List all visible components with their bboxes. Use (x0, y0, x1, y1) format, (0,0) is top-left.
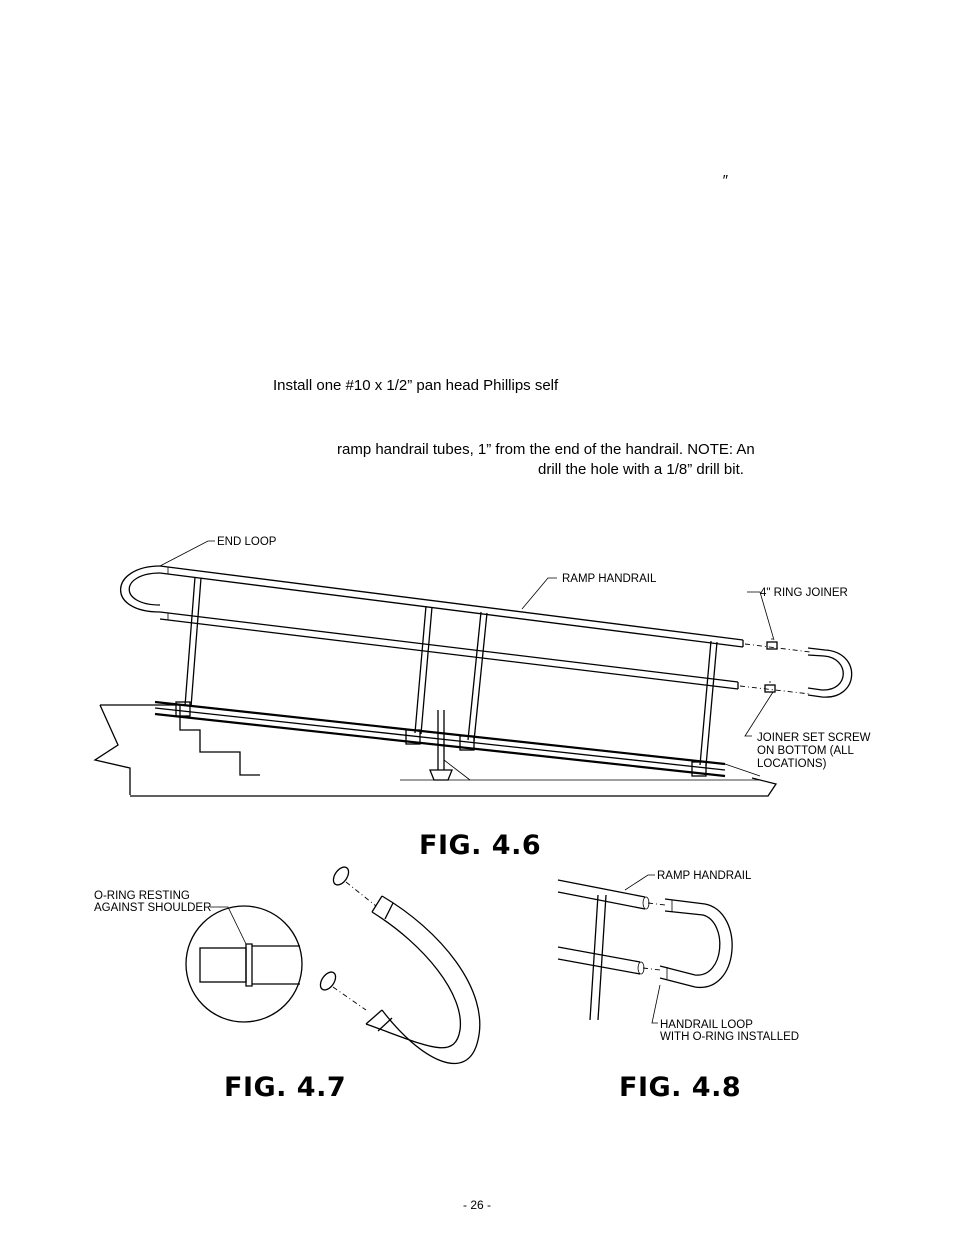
fig-4-6-title: FIG. 4.6 (419, 830, 542, 861)
u-loop-inner (365, 911, 462, 1049)
fig-4-7-title: FIG. 4.7 (224, 1072, 347, 1103)
label-handrail-loop-1: HANDRAIL LOOP (660, 1019, 753, 1031)
post-brackets (175, 701, 707, 777)
rail-lower (557, 946, 641, 975)
quote-mark: ″ (722, 172, 728, 189)
handrail-loop-inner (659, 910, 721, 976)
label-oring-1: O-RING RESTING (94, 890, 190, 902)
detail-circle (185, 905, 303, 1023)
ramp-deck-bottom (154, 712, 726, 778)
lower-rail-bottom (159, 618, 739, 690)
fig-4-6-drawing: END LOOP RAMP HANDRAIL 4" RING JOINER JO… (93, 536, 871, 797)
detail-tube (199, 947, 247, 983)
end-loop-outer (120, 565, 161, 613)
label-end-loop: END LOOP (217, 536, 277, 548)
end-loop-inner (128, 572, 161, 606)
stairs-outline (100, 704, 260, 776)
handrail-loop-outer (659, 898, 733, 988)
o-ring-lower (319, 971, 337, 991)
instruction-line-2: ramp handrail tubes, 1” from the end of … (337, 441, 755, 458)
lower-rail-top (159, 611, 739, 683)
support-leg (429, 710, 471, 781)
detached-loop-inner (807, 654, 844, 691)
label-joiner-set-screw-3: LOCATIONS) (757, 758, 827, 770)
instruction-line-3: drill the hole with a 1/8” drill bit. (538, 461, 744, 478)
u-loop-outer (381, 895, 481, 1065)
ramp-deck-end (724, 763, 761, 777)
ground-line (130, 777, 778, 797)
label-ramp-handrail: RAMP HANDRAIL (562, 573, 657, 585)
label-oring-2: AGAINST SHOULDER (94, 902, 211, 914)
label-handrail-loop-2: WITH O-RING INSTALLED (660, 1031, 799, 1043)
label-ring-joiner: 4" RING JOINER (760, 587, 848, 599)
detached-loop-outer (807, 647, 853, 698)
rail-upper (557, 879, 646, 910)
upper-rail-top (159, 565, 744, 641)
fig-4-8-title: FIG. 4.8 (619, 1072, 742, 1103)
instruction-line-1: Install one #10 x 1/2” pan head Phillips… (273, 377, 559, 394)
label-ramp-handrail-48: RAMP HANDRAIL (657, 870, 752, 882)
fig-4-7-drawing: O-RING RESTING AGAINST SHOULDER (94, 866, 481, 1065)
ring-joiners (764, 638, 778, 693)
o-ring-upper (332, 866, 350, 886)
stairs-break-line (93, 704, 131, 795)
fig-4-8-drawing: RAMP HANDRAIL HANDRAIL LOOP WITH O-RING … (557, 870, 799, 1043)
ramp-deck-top (154, 700, 726, 766)
rail-post (589, 894, 607, 1021)
upper-rail-bottom (159, 572, 744, 648)
label-joiner-set-screw-2: ON BOTTOM (ALL (757, 745, 855, 757)
ramp-deck-mid (154, 707, 726, 771)
page-number: - 26 - (463, 1198, 492, 1212)
handrail-posts (184, 576, 718, 767)
label-joiner-set-screw-1: JOINER SET SCREW (757, 732, 871, 744)
